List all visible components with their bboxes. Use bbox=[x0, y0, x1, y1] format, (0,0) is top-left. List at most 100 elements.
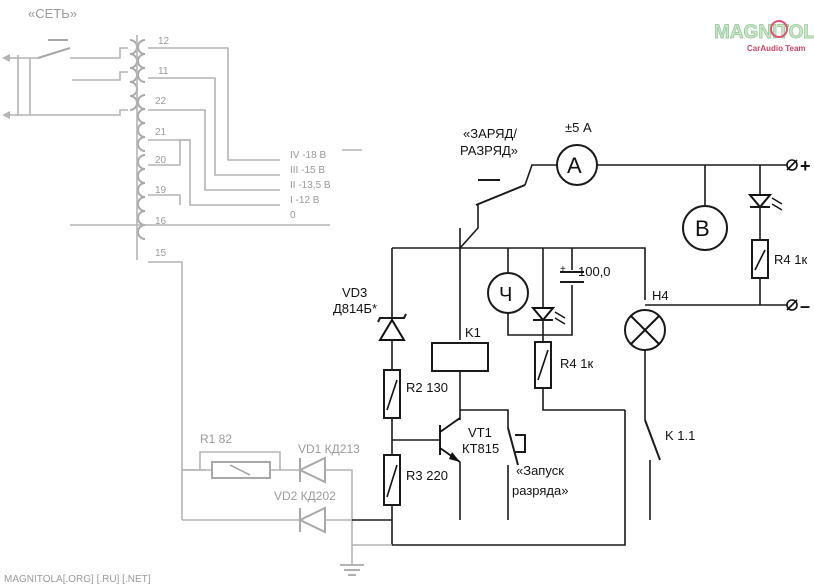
output-indicator: R4 1к bbox=[747, 165, 807, 305]
resistor-r4-top-label: R4 1к bbox=[774, 252, 807, 267]
plug-arrow-top-icon bbox=[2, 54, 10, 62]
terminal-minus-label: – bbox=[800, 296, 810, 316]
primary-winding bbox=[129, 39, 138, 111]
resistor-r1-slash bbox=[229, 464, 251, 476]
capacitor-plus: + bbox=[560, 264, 566, 275]
tap-label-iii: III -15 В bbox=[290, 165, 325, 176]
discharge-led-ray2 bbox=[554, 317, 566, 325]
logo-ring-icon bbox=[770, 20, 788, 38]
resistor-r4-mid-label: R4 1к bbox=[560, 356, 593, 371]
transistor-name: VT1 bbox=[468, 425, 492, 440]
r1-bypass bbox=[199, 451, 281, 470]
ammeter: ±5 А A bbox=[556, 120, 598, 186]
capacitor-label: 100,0 bbox=[578, 264, 611, 279]
pin-11: 11 bbox=[158, 66, 169, 77]
zener-diode-icon bbox=[378, 318, 406, 341]
capacitor: + 100,0 bbox=[560, 248, 611, 283]
zener-part: Д814Б* bbox=[333, 301, 377, 316]
zener-diode: VD3 Д814Б* bbox=[333, 248, 407, 370]
lamp: H4 bbox=[624, 288, 669, 420]
secondary-winding-c bbox=[137, 154, 146, 240]
start-button-blade bbox=[507, 427, 519, 466]
start-button: «Запуск разряда» bbox=[460, 409, 568, 520]
mode-switch: «ЗАРЯД/ РАЗРЯД» bbox=[459, 126, 557, 251]
control-top-rail bbox=[392, 247, 646, 300]
mains-section: «СЕТЬ» bbox=[2, 6, 128, 119]
resistor-r1-label: R1 82 bbox=[200, 432, 232, 446]
pin-16: 16 bbox=[155, 216, 167, 227]
indicator-led-ray2 bbox=[771, 203, 783, 211]
ammeter-symbol: A bbox=[567, 153, 582, 178]
relay-contact: K 1.1 bbox=[392, 410, 695, 546]
start-button-label-line1: «Запуск bbox=[516, 463, 564, 478]
start-button-wire-top bbox=[460, 409, 509, 428]
lamp-cross-b bbox=[630, 315, 660, 345]
resistor-r3-slash bbox=[386, 464, 398, 498]
clock: Ч bbox=[487, 248, 573, 336]
footer-text: MAGNITOLA[.ORG] [.RU] [.NET] bbox=[4, 574, 151, 585]
diode-vd1-label: VD1 КД213 bbox=[298, 442, 360, 456]
transistor-part: КТ815 bbox=[462, 441, 499, 456]
pin-22: 22 bbox=[155, 96, 167, 107]
relay-label: K1 bbox=[465, 325, 481, 340]
discharge-led-ray1 bbox=[554, 311, 566, 319]
discharge-indicator: R4 1к bbox=[530, 248, 625, 411]
discharge-led-wire-bottom bbox=[542, 388, 625, 411]
relay-coil bbox=[431, 342, 489, 372]
resistor-r2-label: R2 130 bbox=[406, 380, 448, 395]
plug-arrow-bottom-icon bbox=[2, 111, 10, 119]
resistor-r3-label: R3 220 bbox=[406, 468, 448, 483]
mode-switch-blade bbox=[475, 184, 526, 206]
vd1-wire bbox=[325, 469, 392, 546]
tap-link-19 bbox=[148, 194, 181, 205]
tap-link-20 bbox=[148, 139, 190, 166]
primary-wire-top bbox=[70, 47, 128, 59]
primary-tap-wire bbox=[72, 71, 128, 81]
tap-wire-iii bbox=[148, 77, 280, 176]
pin-15: 15 bbox=[155, 248, 167, 259]
mains-label: «СЕТЬ» bbox=[28, 6, 77, 21]
diode-vd2-label: VD2 КД202 bbox=[274, 489, 336, 503]
relay-contact-blade bbox=[644, 419, 661, 461]
resistor-r4-mid-slash bbox=[537, 349, 549, 381]
voltmeter: B bbox=[682, 205, 728, 251]
terminal-positive-slash bbox=[786, 159, 798, 171]
voltmeter-circle bbox=[682, 205, 728, 251]
indicator-led-ray1 bbox=[771, 197, 783, 205]
logo-tagline: CarAudio Team bbox=[747, 44, 806, 53]
relay: K1 bbox=[431, 325, 489, 420]
tap-wire-iv bbox=[148, 47, 280, 161]
transistor: VT1 КТ815 bbox=[439, 417, 499, 520]
tap-wire-i bbox=[148, 139, 280, 206]
mains-switch-blade bbox=[37, 47, 71, 59]
resistor-r2-slash bbox=[386, 379, 398, 411]
diode-vd2-icon bbox=[297, 506, 326, 534]
pin-21: 21 bbox=[155, 127, 167, 138]
indicator-led-icon bbox=[747, 194, 773, 209]
zener-name: VD3 bbox=[342, 285, 367, 300]
logo: MAGNITOLA CarAudio Team bbox=[714, 20, 814, 53]
diode-vd1-icon bbox=[297, 456, 326, 484]
relay-contact-label: K 1.1 bbox=[665, 428, 695, 443]
ammeter-range: ±5 А bbox=[565, 120, 592, 135]
start-button-label-line2: разряда» bbox=[512, 483, 568, 498]
voltmeter-symbol: B bbox=[695, 216, 710, 241]
tap-label-0: 0 bbox=[290, 210, 296, 221]
secondary-winding-a bbox=[137, 39, 146, 83]
logo-brand: MAGNITOLA bbox=[714, 22, 814, 43]
clock-wire-bottom bbox=[507, 285, 573, 336]
clock-symbol: Ч bbox=[499, 284, 512, 306]
pin-12: 12 bbox=[158, 36, 170, 47]
tap-wire-ii bbox=[148, 109, 280, 191]
bottom-return-wire bbox=[392, 410, 626, 546]
discharge-led-icon bbox=[530, 307, 556, 322]
primary-wire-bottom bbox=[18, 109, 128, 116]
tap-label-iv: IV -18 В bbox=[290, 150, 326, 161]
transistor-collector bbox=[439, 417, 461, 433]
mode-switch-out bbox=[524, 164, 557, 186]
terminal-negative-slash bbox=[786, 299, 798, 311]
lamp-label: H4 bbox=[652, 288, 669, 303]
resistor-r4-top-slash bbox=[754, 249, 766, 271]
